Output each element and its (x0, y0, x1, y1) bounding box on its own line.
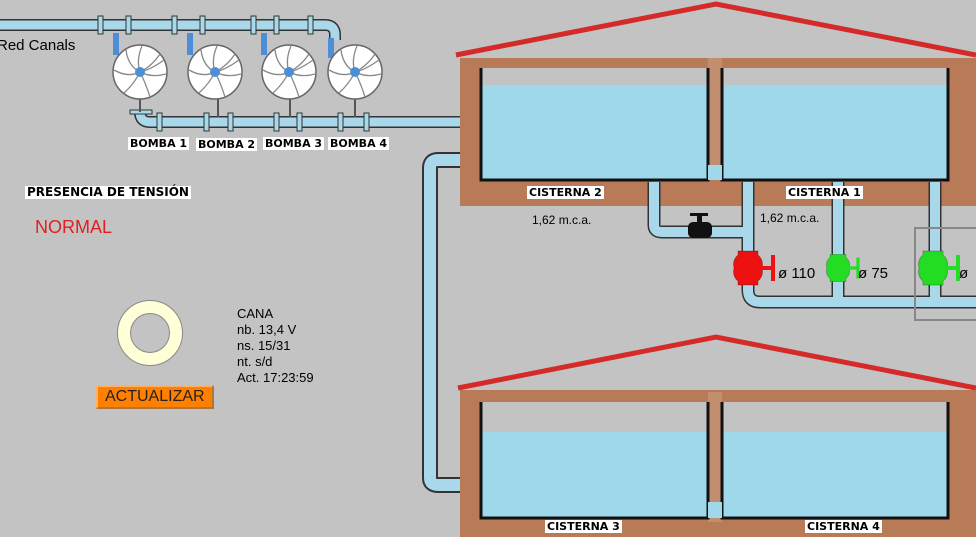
valve-75-label: ø 75 (858, 265, 889, 282)
station-nb: nb. 13,4 V (237, 322, 297, 337)
tank-1-label[interactable]: CISTERNA 1 (786, 186, 863, 199)
power-status: NORMAL (35, 217, 113, 237)
pump-2-label[interactable]: BOMBA 2 (196, 138, 258, 151)
valve-extra-icon (918, 250, 960, 286)
tank-1-level: 1,62 m.c.a. (760, 211, 820, 225)
tank-3-label[interactable]: CISTERNA 3 (545, 520, 622, 533)
station-name: CANA (237, 306, 274, 321)
station-ns: ns. 15/31 (237, 338, 291, 353)
pump-3-label[interactable]: BOMBA 3 (263, 137, 325, 150)
power-title: PRESENCIA DE TENSIÓN (25, 185, 191, 199)
pump-3-icon (261, 44, 317, 100)
tank-4-label[interactable]: CISTERNA 4 (805, 520, 882, 533)
network-label: Red Canals (0, 37, 76, 54)
pump-1-icon (112, 44, 168, 100)
pump-1-label[interactable]: BOMBA 1 (128, 137, 190, 150)
pump-4-label[interactable]: BOMBA 4 (328, 137, 390, 150)
station-info: CANA nb. 13,4 V ns. 15/31 nt. s/d Act. 1… (237, 306, 314, 386)
gate-valve-icon (688, 213, 712, 238)
pump-2-icon (187, 44, 243, 100)
valve-extra-label: ø (959, 265, 969, 282)
lower-building (457, 334, 976, 537)
pump-4-icon (327, 44, 383, 100)
status-indicator (117, 300, 183, 366)
refresh-button[interactable]: ACTUALIZAR (96, 385, 214, 409)
station-updated: Act. 17:23:59 (237, 370, 314, 385)
station-nt: nt. s/d (237, 354, 273, 369)
tank-2-level: 1,62 m.c.a. (532, 213, 592, 227)
valve-110-label: ø 110 (778, 265, 816, 282)
tank-2-label[interactable]: CISTERNA 2 (527, 186, 604, 199)
upper-building (455, 1, 976, 206)
valve-75-icon (826, 253, 860, 283)
valve-110-icon (733, 250, 775, 286)
